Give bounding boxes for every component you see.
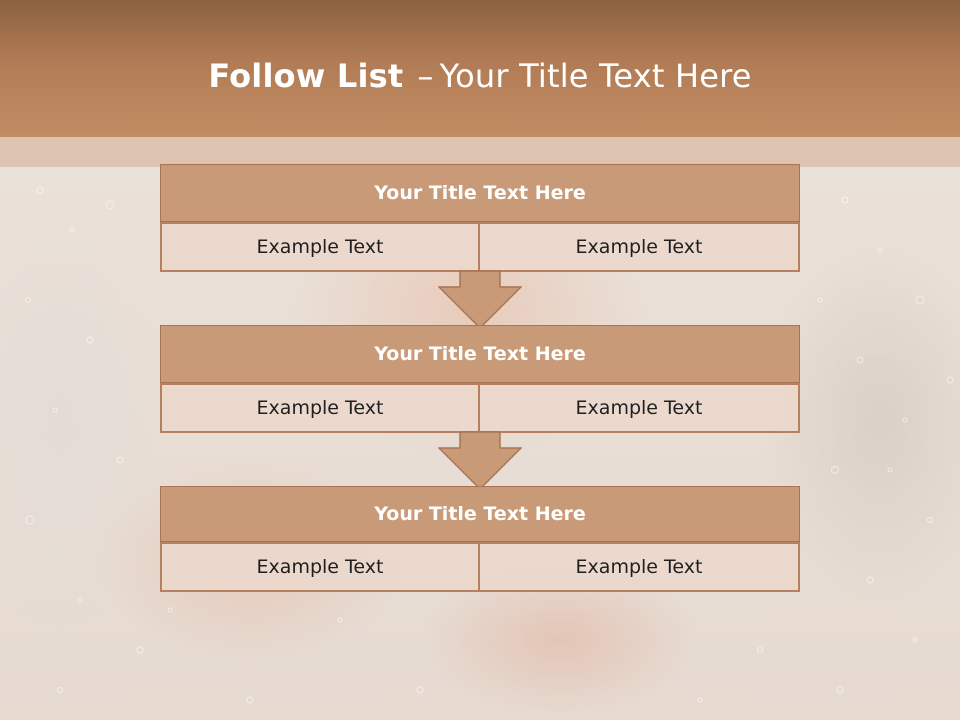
down-arrow-icon [438, 431, 522, 491]
title-band [0, 137, 960, 167]
block-title: Your Title Text Here [160, 486, 800, 542]
block-cell-right: Example Text [480, 222, 800, 272]
list-block-3: Your Title Text Here Example Text Exampl… [160, 486, 800, 592]
block-cell-left: Example Text [160, 542, 480, 592]
list-block-1: Your Title Text Here Example Text Exampl… [160, 164, 800, 272]
slide-title-rest: Your Title Text Here [439, 57, 752, 95]
block-cell-right: Example Text [480, 542, 800, 592]
block-title: Your Title Text Here [160, 164, 800, 222]
block-cell-left: Example Text [160, 222, 480, 272]
block-row: Example Text Example Text [160, 383, 800, 433]
block-cell-left: Example Text [160, 383, 480, 433]
title-separator: – [417, 57, 434, 95]
down-arrow-icon [438, 270, 522, 330]
slide-title-bold: Follow List [208, 57, 404, 95]
slide-title: Follow List–Your Title Text Here [0, 52, 960, 100]
block-title: Your Title Text Here [160, 325, 800, 383]
title-bar [0, 0, 960, 137]
list-block-2: Your Title Text Here Example Text Exampl… [160, 325, 800, 433]
block-row: Example Text Example Text [160, 542, 800, 592]
block-row: Example Text Example Text [160, 222, 800, 272]
block-cell-right: Example Text [480, 383, 800, 433]
